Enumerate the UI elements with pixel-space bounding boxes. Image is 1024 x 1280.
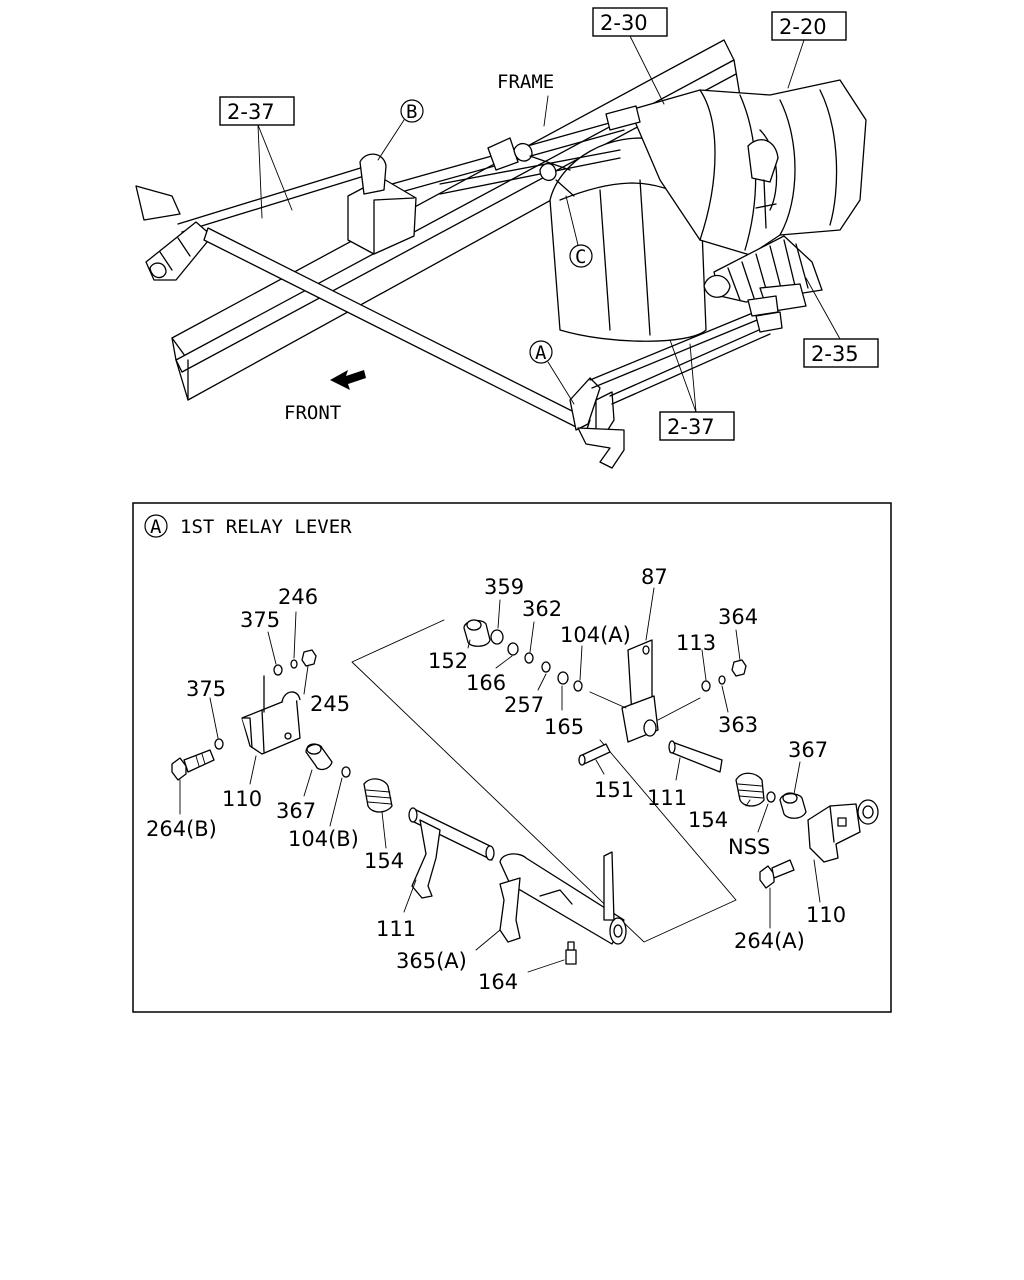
ref-2-30: 2-30 [600, 11, 648, 35]
part-151: 151 [594, 778, 634, 802]
marker-b-circle [400, 99, 424, 123]
lever-87 [589, 639, 701, 743]
bolt-264a [759, 859, 795, 889]
boot-154-left [363, 778, 393, 813]
marker-b: B [406, 101, 417, 123]
grease-nipple-164 [565, 941, 577, 965]
washer-375-left [214, 738, 224, 750]
marker-a-circle [529, 340, 553, 364]
shift-boot [703, 235, 823, 313]
part-362: 362 [522, 597, 562, 621]
bushing-367-right [779, 792, 807, 819]
part-111-left: 111 [376, 917, 416, 941]
detail-title: 1ST RELAY LEVER [180, 516, 352, 538]
part-246: 246 [278, 585, 318, 609]
part-364: 364 [718, 605, 758, 629]
front-left-linkage [135, 185, 213, 281]
ref-2-37-top: 2-37 [227, 100, 275, 124]
part-154-left: 154 [364, 849, 404, 873]
part-104b: 104(B) [288, 827, 359, 851]
part-264b: 264(B) [146, 817, 217, 841]
part-363: 363 [718, 713, 758, 737]
part-166: 166 [466, 671, 506, 695]
part-nss: NSS [728, 835, 770, 859]
part-367-right: 367 [788, 738, 828, 762]
pin-151 [578, 743, 611, 766]
part-365a: 365(A) [396, 949, 467, 973]
part-257: 257 [504, 693, 544, 717]
transmission-housing [549, 79, 867, 342]
shaft-111-left [408, 807, 495, 899]
part-164: 164 [478, 970, 518, 994]
leader-lines [179, 587, 821, 973]
bracket-c [487, 137, 575, 197]
washer-113 [701, 680, 711, 692]
washer-nss [766, 791, 776, 803]
ref-2-37-bottom: 2-37 [667, 415, 715, 439]
detail-panel: A 1ST RELAY LEVER [132, 502, 892, 1013]
boot-154-right [735, 772, 765, 807]
left-bracket-110 [241, 675, 301, 755]
part-375-top: 375 [240, 608, 280, 632]
detail-panel-border [132, 502, 892, 1013]
marker-c: C [575, 246, 586, 268]
bushing-367-left [305, 743, 333, 771]
front-arrow-icon [330, 370, 366, 390]
washer-363 [718, 675, 726, 685]
ref-2-35: 2-35 [811, 342, 859, 366]
lever-365a [499, 851, 627, 945]
ref-2-37-bottom-box [659, 411, 735, 441]
frame-label: FRAME [497, 71, 554, 93]
part-165: 165 [544, 715, 584, 739]
detail-marker-circle [144, 514, 168, 538]
part-359: 359 [484, 575, 524, 599]
upper-assembly-view: FRAME FRONT 2-30 2-20 2-37 2-35 2-37 B C… [135, 7, 879, 469]
part-367-left: 367 [276, 799, 316, 823]
part-104a: 104(A) [560, 623, 631, 647]
part-264a: 264(A) [734, 929, 805, 953]
washer-375-top [273, 664, 283, 676]
washer-104b [341, 766, 351, 778]
ref-2-35-box [803, 338, 879, 368]
part-245: 245 [310, 692, 350, 716]
ref-2-20-box [771, 11, 847, 41]
nut-364 [731, 659, 747, 677]
ref-2-20: 2-20 [779, 15, 827, 39]
part-375-left: 375 [186, 677, 226, 701]
part-111-right: 111 [647, 786, 687, 810]
bracket-b [347, 153, 417, 255]
relay-lever-a-upper [569, 295, 783, 469]
detail-marker: A [150, 516, 162, 538]
part-87: 87 [641, 565, 668, 589]
right-bracket-110 [807, 799, 879, 863]
nut-245 [301, 649, 317, 667]
bolt-264b [171, 749, 215, 781]
washer-246 [290, 659, 298, 669]
shaft-111-right [668, 740, 723, 773]
ref-2-30-box [592, 7, 668, 37]
ref-2-37-top-box [219, 96, 295, 126]
marker-c-circle [569, 244, 593, 268]
part-154-right: 154 [688, 808, 728, 832]
marker-a: A [535, 342, 547, 364]
upper-washer-stack [463, 619, 583, 692]
part-113: 113 [676, 631, 716, 655]
front-label: FRONT [284, 402, 341, 424]
part-110-left: 110 [222, 787, 262, 811]
part-152: 152 [428, 649, 468, 673]
part-110-right: 110 [806, 903, 846, 927]
